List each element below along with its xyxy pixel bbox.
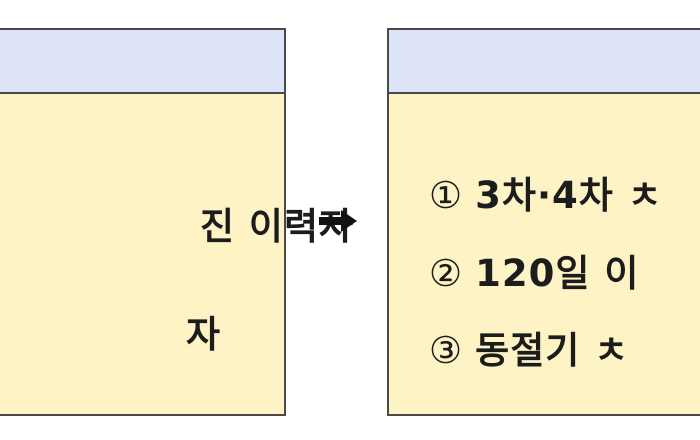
circled-number-1: ① bbox=[429, 174, 464, 217]
right-card-item-1-text: 3차·4차 ㅊ bbox=[475, 174, 663, 217]
right-card-item-2: ② 120일 이 bbox=[429, 243, 639, 297]
right-arrow-icon bbox=[319, 210, 357, 232]
right-card-item-3: ③ 동절기 ㅊ bbox=[429, 320, 629, 374]
right-card-item-1: ① 3차·4차 ㅊ bbox=[429, 165, 663, 219]
left-card-line-2: 자 bbox=[186, 313, 222, 356]
circled-number-3: ③ bbox=[429, 329, 464, 372]
right-condition-card: ① 3차·4차 ㅊ ② 120일 이 ③ 동절기 ㅊ bbox=[387, 28, 700, 416]
left-condition-card bbox=[0, 28, 286, 416]
right-card-header bbox=[389, 30, 700, 94]
circled-number-2: ② bbox=[429, 252, 464, 295]
left-card-header bbox=[0, 30, 284, 94]
right-card-item-3-text: 동절기 ㅊ bbox=[475, 329, 630, 372]
right-card-item-2-text: 120일 이 bbox=[475, 252, 640, 295]
left-card-line-1: 진 이력자 bbox=[200, 205, 355, 248]
